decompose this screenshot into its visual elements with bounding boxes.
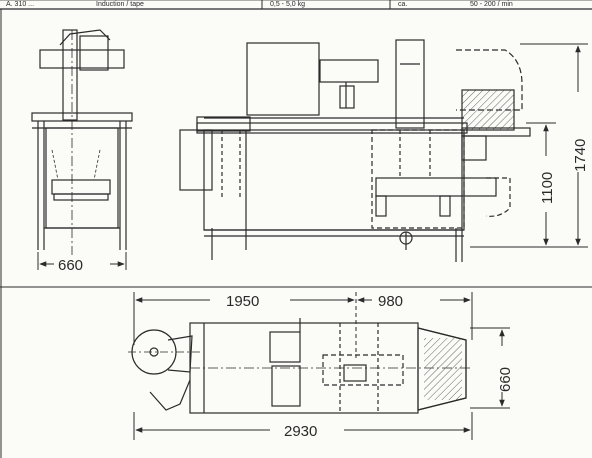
dimension-1740: 1740 <box>572 139 589 172</box>
dimension-980: 980 <box>378 293 403 310</box>
side-view <box>179 39 531 262</box>
dimension-1950: 1950 <box>226 293 259 310</box>
header-cell-5: 50 - 200 / min <box>470 1 513 8</box>
dimension-660-end: 660 <box>58 257 83 274</box>
header-table <box>0 0 592 10</box>
header-cell-1: A. 310 ... <box>6 1 34 8</box>
dimension-2930: 2930 <box>284 423 317 440</box>
end-view <box>31 29 133 255</box>
header-cells: A. 310 ... Induction / tape 0,5 - 5,0 kg… <box>6 1 513 8</box>
top-view <box>128 318 470 414</box>
header-cell-2: Induction / tape <box>96 1 144 8</box>
dimension-660-top: 660 <box>497 367 514 392</box>
header-cell-3: 0,5 - 5,0 kg <box>270 1 305 8</box>
end-view-width-dimension <box>37 252 127 270</box>
header-cell-4: ca. <box>398 1 407 8</box>
top-view-dimensions <box>133 292 510 440</box>
side-view-height-dimensions <box>470 43 588 248</box>
dimension-1100: 1100 <box>539 172 556 204</box>
